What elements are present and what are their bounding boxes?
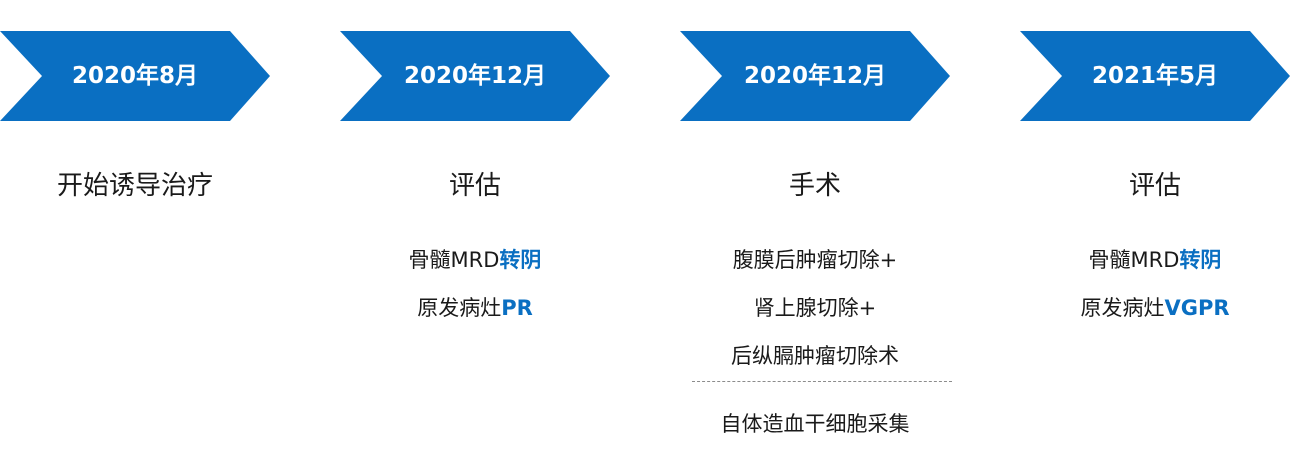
- dashed-divider: [692, 381, 952, 382]
- timeline-stage-3: 2020年12月 手术 腹膜后肿瘤切除+ 肾上腺切除+ 后纵膈肿瘤切除术 自体造…: [680, 0, 980, 474]
- stage-title: 评估: [1128, 171, 1181, 201]
- stage-title: 手术: [788, 171, 841, 201]
- timeline-stage-1: 2020年8月 开始诱导治疗: [0, 0, 300, 474]
- stage-date: 2020年8月: [71, 63, 199, 89]
- date-chevron-3: 2020年12月: [680, 31, 950, 121]
- chevron-arrow-shape: [0, 31, 270, 121]
- stage-details: 腹膜后肿瘤切除+ 肾上腺切除+ 后纵膈肿瘤切除术: [680, 236, 950, 380]
- stage-title: 开始诱导治疗: [56, 171, 213, 201]
- timeline-stage-4: 2021年5月 评估 骨髓MRD转阴 原发病灶VGPR: [1020, 0, 1292, 474]
- chevron-arrow-shape: [340, 31, 610, 121]
- detail-line: 原发病灶VGPR: [1020, 284, 1290, 332]
- chevron-arrow-shape: [1020, 31, 1290, 121]
- stage-date: 2020年12月: [403, 63, 547, 89]
- detail-highlight: 转阴: [499, 248, 542, 272]
- detail-text: 骨髓MRD: [1088, 248, 1180, 272]
- detail-highlight: 转阴: [1179, 248, 1222, 272]
- detail-highlight: VGPR: [1164, 296, 1230, 320]
- detail-text: 骨髓MRD: [408, 248, 500, 272]
- detail-line: 骨髓MRD转阴: [340, 236, 610, 284]
- detail-text: 原发病灶: [417, 296, 502, 320]
- stage-date: 2020年12月: [743, 63, 887, 89]
- stage-details: 骨髓MRD转阴 原发病灶PR: [340, 236, 610, 332]
- chevron-arrow-shape: [680, 31, 950, 121]
- timeline-stage-2: 2020年12月 评估 骨髓MRD转阴 原发病灶PR: [340, 0, 640, 474]
- date-chevron-4: 2021年5月: [1020, 31, 1290, 121]
- detail-text: 原发病灶: [1080, 296, 1165, 320]
- stage-title: 评估: [448, 171, 501, 201]
- stage-details: 骨髓MRD转阴 原发病灶VGPR: [1020, 236, 1290, 332]
- stage-extra-note: 自体造血干细胞采集: [720, 412, 910, 436]
- detail-highlight: PR: [501, 296, 533, 320]
- detail-line: 肾上腺切除+: [753, 296, 877, 320]
- date-chevron-2: 2020年12月: [340, 31, 610, 121]
- detail-line: 腹膜后肿瘤切除+: [732, 248, 898, 272]
- detail-line: 后纵膈肿瘤切除术: [731, 344, 899, 368]
- stage-date: 2021年5月: [1091, 63, 1219, 89]
- detail-line: 原发病灶PR: [340, 284, 610, 332]
- date-chevron-1: 2020年8月: [0, 31, 270, 121]
- detail-line: 骨髓MRD转阴: [1020, 236, 1290, 284]
